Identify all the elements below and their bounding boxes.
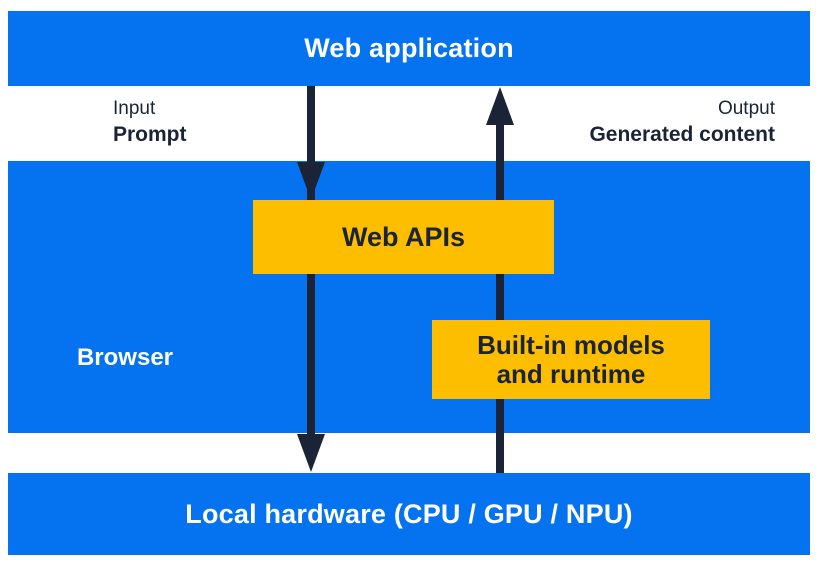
web-apis-box: Web APIs — [253, 200, 554, 274]
web-application-label: Web application — [304, 33, 514, 63]
output-title: Output — [717, 98, 775, 119]
web-application-bar: Web application — [8, 11, 810, 86]
browser-label: Browser — [76, 344, 174, 371]
input-title: Input — [113, 98, 156, 119]
built-in-models-label-line1: Built-in models — [477, 329, 665, 360]
prompt-down-arrowhead-bottom-icon — [297, 434, 325, 472]
local-hardware-bar: Local hardware (CPU / GPU / NPU) — [8, 473, 810, 555]
local-hardware-label: Local hardware (CPU / GPU / NPU) — [185, 498, 633, 529]
input-flow-label: Input Prompt — [113, 97, 187, 147]
input-value: Prompt — [113, 123, 187, 146]
prompt-down-arrowhead-icon — [297, 162, 325, 200]
web-apis-label: Web APIs — [341, 221, 466, 252]
output-flow-label: Output Generated content — [589, 97, 775, 147]
built-in-models-box: Built-in models and runtime — [432, 320, 710, 399]
built-in-models-label-line2: and runtime — [496, 358, 646, 389]
content-up-arrow-line — [496, 120, 504, 473]
content-up-arrowhead-icon — [486, 87, 514, 125]
output-value: Generated content — [589, 123, 775, 146]
